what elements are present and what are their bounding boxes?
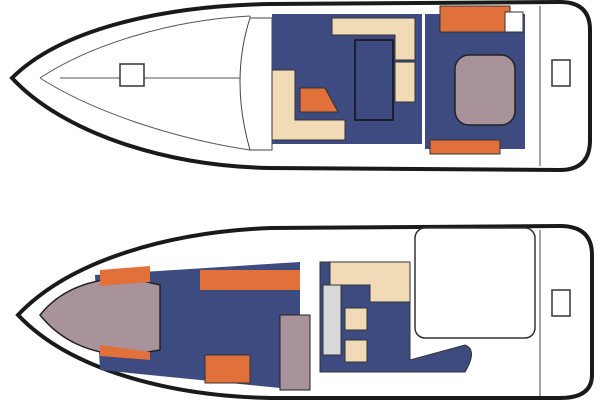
galley-orange: [200, 270, 300, 290]
forward-lockers: [100, 266, 150, 360]
salon-settee: [271, 69, 346, 141]
helm-console: [354, 39, 394, 121]
aft-head-sink: [504, 11, 524, 33]
forward-hatch: [119, 63, 145, 87]
lower-deck-plan: [15, 223, 594, 400]
stern-hatch: [551, 59, 571, 87]
salon-table: [299, 87, 339, 113]
galley-counter: [331, 17, 416, 61]
windshield-outline: [239, 17, 273, 151]
aft-locker: [429, 139, 501, 155]
lower-stern-hatch: [551, 289, 571, 317]
helm-dash: [322, 284, 342, 356]
helm-seat-1: [344, 307, 368, 331]
upper-bow-deck-lines: [39, 15, 251, 151]
stairs: [394, 61, 416, 103]
head-orange: [204, 354, 251, 384]
guest-berth: [279, 314, 311, 391]
upper-deck-plan: [9, 0, 592, 173]
forward-berth: [39, 277, 161, 356]
aft-berth: [454, 54, 516, 126]
swim-platform-cover: [414, 227, 536, 339]
head-compartment: [439, 5, 511, 33]
helm-seat-2: [344, 339, 368, 363]
